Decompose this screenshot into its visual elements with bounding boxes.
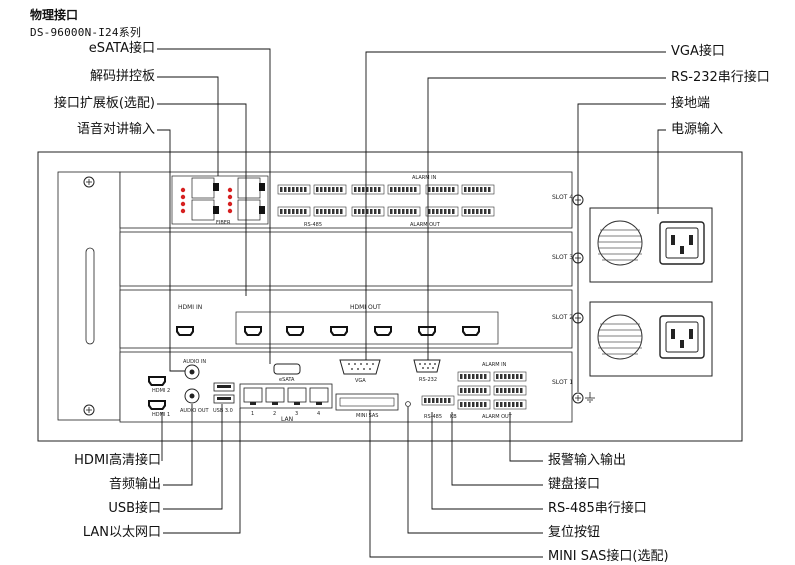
lan-port-3: 3 xyxy=(295,411,298,417)
kb-label: KB xyxy=(450,414,457,420)
label-esata: eSATA接口 xyxy=(88,41,155,56)
label-power-input: 电源输入 xyxy=(671,122,724,137)
label-hdmi: HDMI高清接口 xyxy=(74,453,161,468)
label-vga: VGA接口 xyxy=(671,44,725,59)
slot-3-label: SLOT 3 xyxy=(552,254,573,261)
hdmi-out-label: HDMI OUT xyxy=(350,304,381,311)
label-alarm-io: 报警输入输出 xyxy=(548,453,627,468)
hdmi1-label: HDMI 1 xyxy=(152,412,170,418)
lan-label: LAN xyxy=(281,416,293,423)
page-title: 物理接口 xyxy=(30,8,79,22)
model-subtitle: DS-96000N-I24系列 xyxy=(30,26,142,39)
label-mini-sas: MINI SAS接口(选配) xyxy=(548,549,669,564)
label-decode-board: 解码拼控板 xyxy=(89,69,155,84)
slot-4-label: SLOT 4 xyxy=(552,194,573,201)
rs485-top-label: RS-485 xyxy=(304,222,322,228)
fiber-label: FIBER xyxy=(216,220,231,226)
label-rs485: RS-485串行接口 xyxy=(548,501,647,516)
alarm-out-bottom-label: ALARM OUT xyxy=(482,414,513,420)
label-expansion-board: 接口扩展板(选配) xyxy=(53,96,155,111)
lan-port-2: 2 xyxy=(273,411,276,417)
lan-port-1: 1 xyxy=(251,411,254,417)
audio-in-label: AUDIO IN xyxy=(183,359,206,365)
label-audio-out: 音频输出 xyxy=(108,477,161,492)
hdmi-in-label: HDMI IN xyxy=(178,304,202,311)
alarm-in-top-label: ALARM IN xyxy=(412,175,437,181)
alarm-in-bottom-label: ALARM IN xyxy=(482,362,507,368)
alarm-out-top-label: ALARM OUT xyxy=(410,222,441,228)
audio-out-label: AUDIO OUT xyxy=(180,408,210,414)
mini-sas-label: MINI SAS xyxy=(356,413,378,419)
label-lan: LAN以太网口 xyxy=(82,525,161,540)
label-rs232: RS-232串行接口 xyxy=(671,70,770,85)
slot-1-label: SLOT 1 xyxy=(552,379,573,386)
label-usb: USB接口 xyxy=(108,501,161,516)
label-audio-talk-in: 语音对讲输入 xyxy=(76,122,155,137)
esata-label: eSATA xyxy=(279,377,295,383)
lan-port-4: 4 xyxy=(317,411,320,417)
slot-2-label: SLOT 2 xyxy=(552,314,573,321)
label-reset: 复位按钮 xyxy=(548,525,601,540)
label-keyboard: 键盘接口 xyxy=(548,477,601,492)
usb-label: USB 3.0 xyxy=(213,408,233,414)
label-ground: 接地端 xyxy=(671,96,711,111)
rs485-bottom-label: RS-485 xyxy=(424,414,442,420)
rs232-label: RS-232 xyxy=(419,377,437,383)
hdmi2-label: HDMI 2 xyxy=(152,388,170,394)
vga-label: VGA xyxy=(355,378,366,384)
